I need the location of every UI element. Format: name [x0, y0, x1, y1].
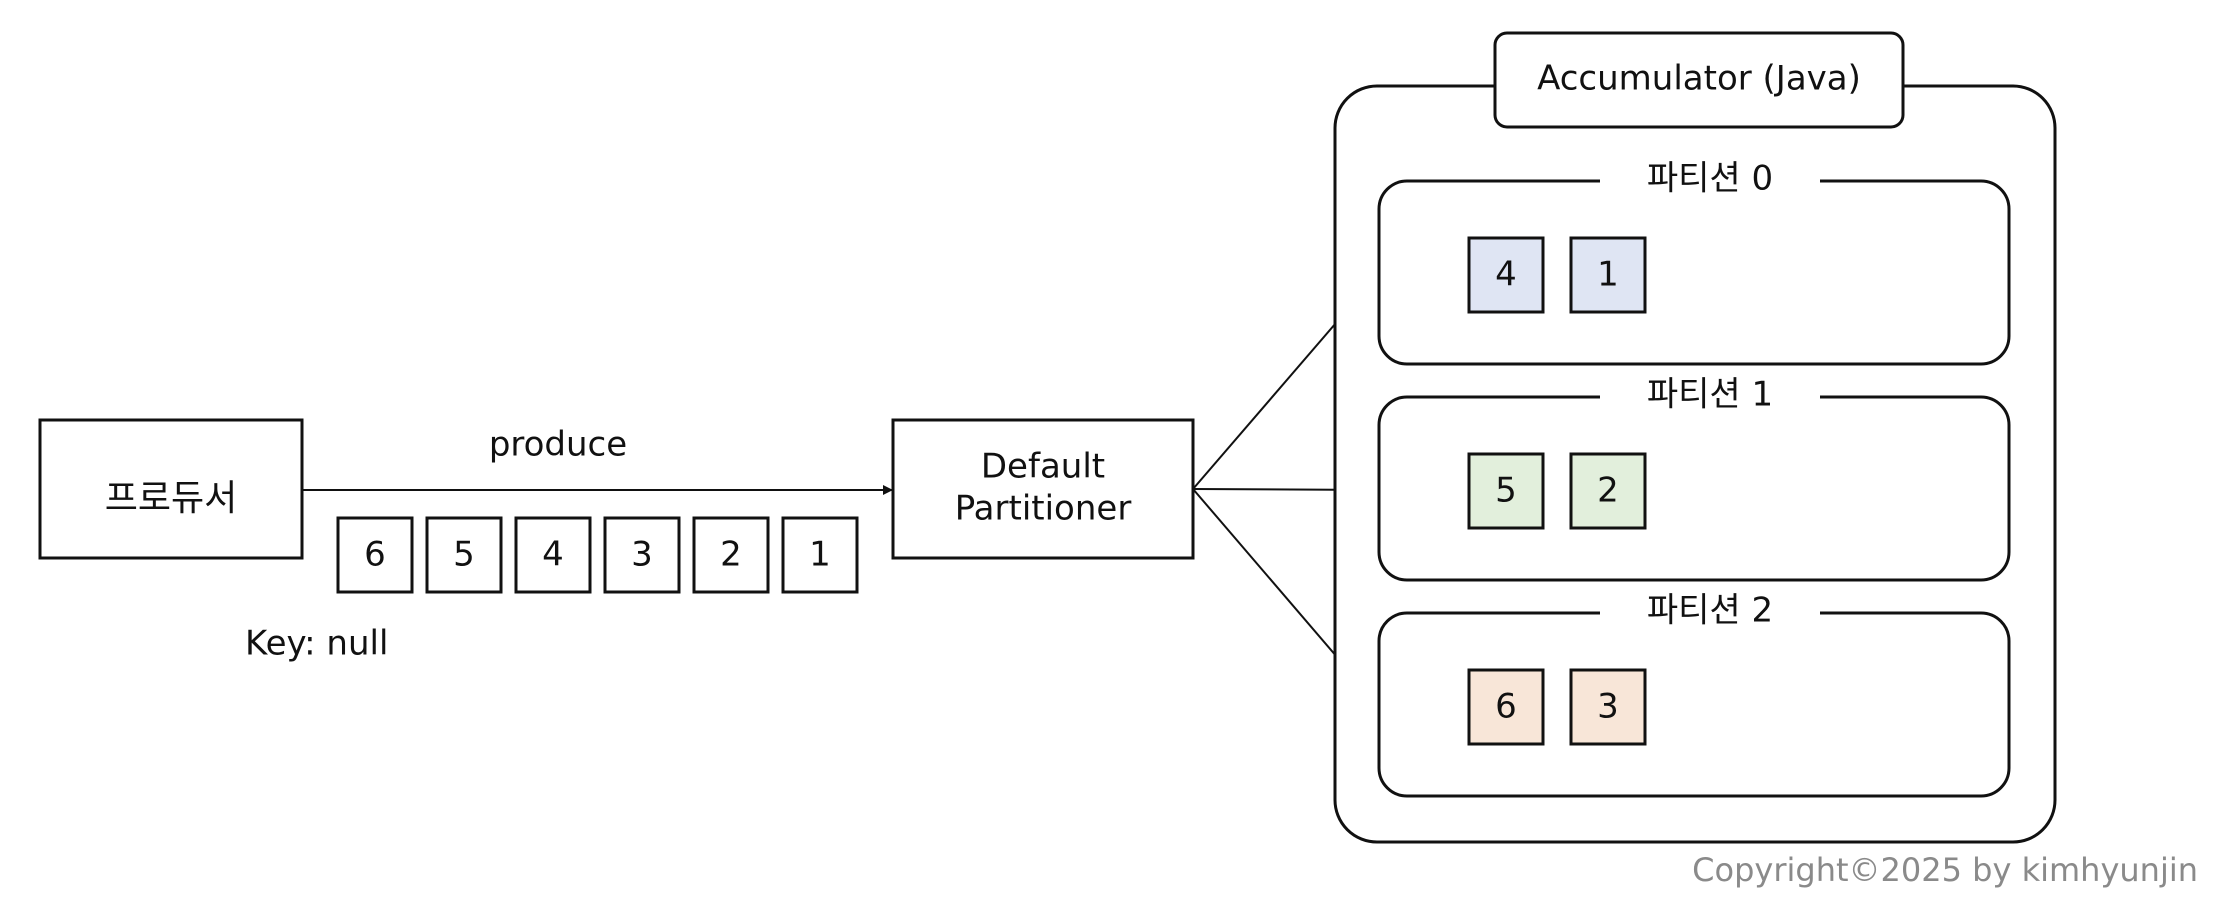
producer-node: 프로듀서: [38, 418, 304, 560]
queue-record-box: [514, 516, 592, 594]
partition-record-box: [1569, 452, 1647, 530]
partition-record-box: [1467, 668, 1545, 746]
queue-record-box: [692, 516, 770, 594]
partition-label: 파티션 2: [1647, 591, 1773, 631]
partition-record-box: [1569, 668, 1647, 746]
queue-record-label: 2: [720, 535, 742, 575]
queue-record-box: [425, 516, 503, 594]
queue-record: 3: [603, 516, 681, 594]
queue-record: 2: [692, 516, 770, 594]
produce-label: produce: [489, 425, 627, 465]
queue-record-label: 6: [364, 535, 386, 575]
queue-record: 4: [514, 516, 592, 594]
partition-record-label: 2: [1597, 471, 1619, 511]
partition-record-label: 3: [1597, 687, 1619, 727]
accumulator-title: Accumulator (Java): [1537, 59, 1861, 99]
partition-label: 파티션 0: [1647, 159, 1773, 199]
queue-record-label: 5: [453, 535, 475, 575]
partition-record-label: 5: [1495, 471, 1517, 511]
partition-label-gap: [1600, 605, 1820, 621]
partition-record-box: [1467, 452, 1545, 530]
queue-record-box: [603, 516, 681, 594]
partition-label-gap: [1600, 173, 1820, 189]
partition-record-box: [1569, 236, 1647, 314]
queue-record-label: 4: [542, 535, 564, 575]
key-label: Key: null: [245, 624, 388, 664]
partition-label-gap: [1600, 389, 1820, 405]
partitions: 파티션 0 4 1 파티션 1 5 2 파티션 2 6 3: [1377, 159, 2011, 798]
partition-2: 파티션 2 6 3: [1377, 591, 2011, 798]
queue-record: 6: [336, 516, 414, 594]
partition-record-label: 6: [1495, 687, 1517, 727]
copyright-text: Copyright©2025 by kimhyunjin: [1692, 851, 2198, 889]
queue-record-box: [781, 516, 859, 594]
partition-label: 파티션 1: [1647, 375, 1773, 415]
partitioner-label-line2: Partitioner: [955, 489, 1132, 529]
queue-record: 1: [781, 516, 859, 594]
partition-1: 파티션 1 5 2: [1377, 375, 2011, 582]
partition-record-box: [1467, 236, 1545, 314]
accumulator-title-box: [1493, 31, 1905, 129]
partition-record-label: 4: [1495, 255, 1517, 295]
partitioner-label-line1: Default: [981, 447, 1105, 487]
queue-record-label: 3: [631, 535, 653, 575]
partition-0: 파티션 0 4 1: [1377, 159, 2011, 366]
producer-label: 프로듀서: [105, 478, 237, 519]
queue-record-label: 1: [809, 535, 831, 575]
queue-record: 5: [425, 516, 503, 594]
record-queue: 6 5 4 3 2 1: [336, 516, 859, 594]
queue-record-box: [336, 516, 414, 594]
default-partitioner-node: Default Partitioner: [891, 418, 1195, 560]
partition-record-label: 1: [1597, 255, 1619, 295]
